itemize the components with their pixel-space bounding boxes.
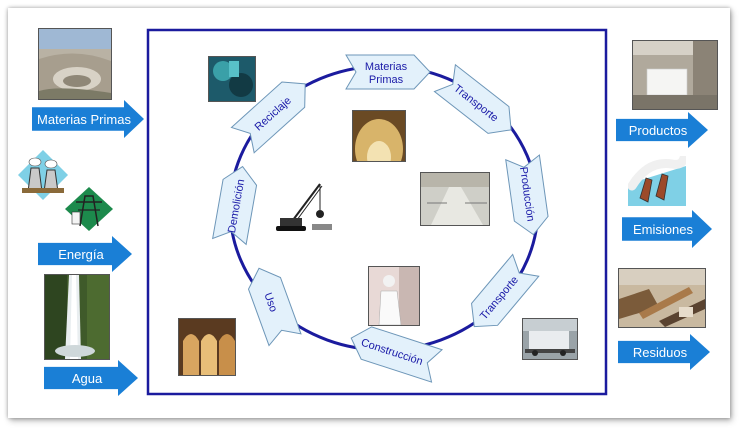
- block-arrow-shape: [622, 210, 712, 248]
- debris-photo: [618, 268, 706, 328]
- power-plant-icon: [16, 148, 70, 202]
- truck-photo: [522, 318, 578, 360]
- block-arrow-shape: [618, 334, 710, 370]
- cave-mine-photo: [352, 110, 406, 162]
- arrow-label: Emisiones: [633, 222, 693, 237]
- input-arrow-1: Energía: [38, 236, 132, 272]
- chevron-arrow-shape: [247, 267, 302, 347]
- block-arrow-shape: [38, 236, 132, 272]
- block-arrow-shape: [616, 112, 708, 148]
- cycle-step-5: Uso: [247, 267, 302, 347]
- block-arrow-shape: [44, 360, 138, 396]
- cycle-step-1: Transporte: [433, 63, 512, 134]
- arrow-label: Materias Primas: [37, 112, 131, 127]
- arrow-label: Residuos: [633, 345, 688, 360]
- chevron-arrow-shape: [505, 154, 549, 236]
- arrow-label: Productos: [629, 123, 688, 138]
- waterfall-photo: [44, 274, 110, 360]
- output-arrow-2: Residuos: [618, 334, 710, 370]
- arrow-label: Energía: [58, 247, 104, 262]
- chevron-arrow-shape: [345, 54, 431, 90]
- input-arrow-2: Agua: [44, 360, 138, 396]
- warehouse-photo: [632, 40, 718, 110]
- power-lines-icon: [64, 186, 114, 232]
- smokestack-icon: [628, 156, 686, 206]
- chevron-arrow-shape: [350, 326, 444, 383]
- arrow-label: Agua: [72, 371, 103, 386]
- mosque-interior-photo: [178, 318, 236, 376]
- chevron-arrow-shape: [471, 253, 540, 328]
- cycle-box: [146, 28, 608, 396]
- crane-icon: [272, 180, 336, 234]
- plasterer-photo: [368, 266, 420, 326]
- cycle-step-4: Construcción: [350, 326, 444, 383]
- cycle-step-6: Demolición: [212, 165, 258, 246]
- block-arrow-shape: [32, 100, 144, 138]
- chevron-arrow-shape: [230, 81, 306, 154]
- input-arrow-0: Materias Primas: [32, 100, 144, 138]
- quarry-photo: [38, 28, 112, 100]
- output-arrow-0: Productos: [616, 112, 708, 148]
- output-arrow-1: Emisiones: [622, 210, 712, 248]
- chevron-arrow-shape: [212, 165, 258, 246]
- chevron-arrow-shape: [433, 63, 512, 134]
- cycle-step-2: Producción: [505, 154, 549, 236]
- factory-line-photo: [420, 172, 490, 226]
- recycling-photo: [208, 56, 256, 102]
- cycle-step-7: Reciclaje: [230, 81, 306, 154]
